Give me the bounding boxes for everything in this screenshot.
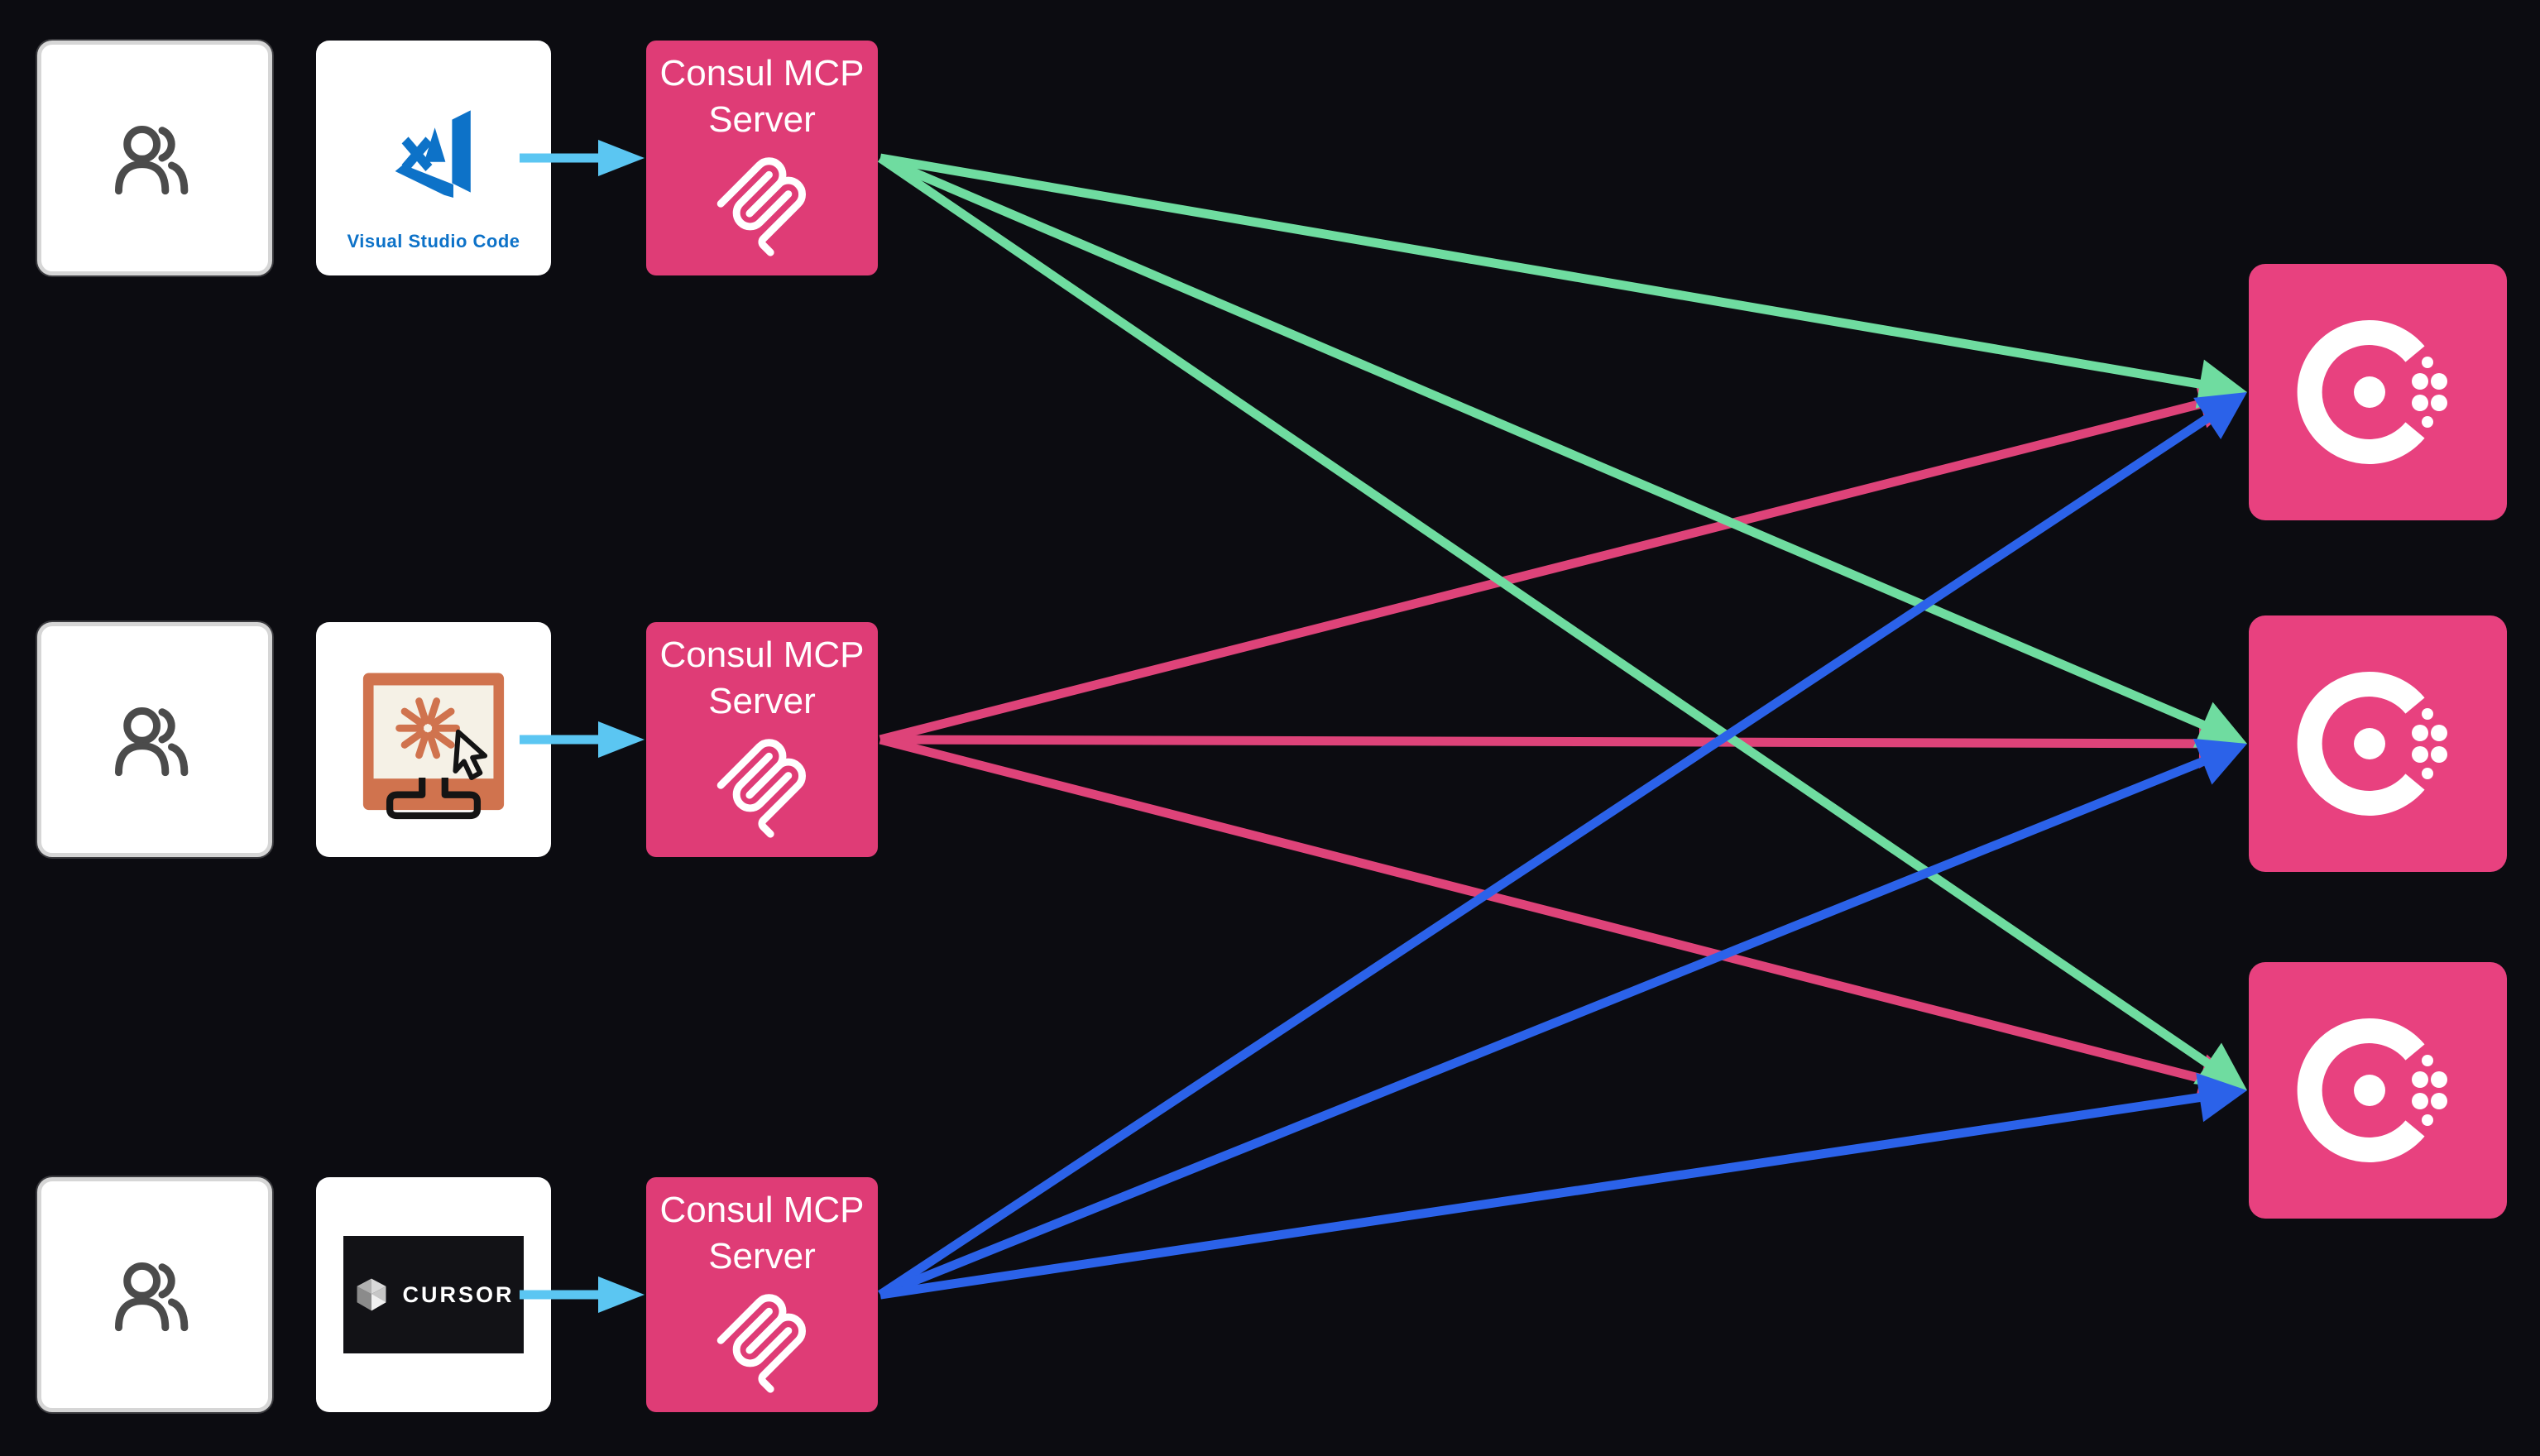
mcp-server-label-1: Consul MCP Server bbox=[659, 53, 865, 140]
vscode-wordmark: Visual Studio Code bbox=[347, 231, 520, 251]
mcp-logo-icon bbox=[716, 1294, 806, 1393]
cursor-app-box: CURSOR bbox=[316, 1177, 551, 1412]
mcp-server-box-1: Consul MCP Server bbox=[646, 41, 878, 275]
users-icon bbox=[115, 125, 189, 195]
mcp-server-label-3: Consul MCP Server bbox=[659, 1190, 865, 1276]
users-box-row1 bbox=[37, 41, 272, 275]
claude-desktop-icon bbox=[362, 673, 505, 820]
users-icon bbox=[115, 1262, 189, 1332]
arrow-server1-to-consul3 bbox=[877, 154, 2247, 1090]
mcp-logo-icon bbox=[716, 739, 806, 838]
cursor-wordmark: CURSOR bbox=[402, 1281, 515, 1307]
mcp-server-box-2: Consul MCP Server bbox=[646, 622, 878, 857]
claude-desktop-app-box bbox=[316, 622, 551, 857]
consul-logo-icon bbox=[2297, 1018, 2447, 1162]
users-box-row2 bbox=[37, 622, 272, 857]
arrow-server2-to-consul3 bbox=[879, 735, 2247, 1103]
vscode-app-box: Visual Studio Code bbox=[316, 41, 551, 275]
mcp-server-label-2: Consul MCP Server bbox=[659, 635, 865, 721]
arrow-server1-to-consul1 bbox=[879, 153, 2247, 409]
mcp-server-box-3: Consul MCP Server bbox=[646, 1177, 878, 1412]
monitor-stand bbox=[386, 778, 482, 820]
cursor-cube-icon bbox=[357, 1278, 386, 1311]
consul-box-2 bbox=[2249, 615, 2507, 872]
arrow-server3-to-consul1 bbox=[877, 392, 2247, 1299]
consul-logo-icon bbox=[2297, 320, 2447, 464]
consul-logo-icon bbox=[2297, 672, 2447, 816]
arrow-server1-to-consul2 bbox=[878, 153, 2247, 748]
visual-studio-code-icon bbox=[395, 110, 471, 198]
mcp-logo-icon bbox=[716, 157, 806, 256]
arrow-server2-to-consul1 bbox=[879, 380, 2247, 745]
cursor-logo-plate: CURSOR bbox=[343, 1236, 524, 1353]
consul-box-3 bbox=[2249, 962, 2507, 1219]
arrow-server2-to-consul2 bbox=[879, 718, 2247, 769]
arrow-server3-to-consul2 bbox=[878, 738, 2247, 1300]
claude-starburst bbox=[395, 697, 460, 759]
users-icon bbox=[115, 706, 189, 777]
consul-box-1 bbox=[2249, 264, 2507, 520]
cursor-arrow-icon bbox=[453, 729, 488, 780]
arrow-server3-to-consul3 bbox=[879, 1072, 2247, 1300]
users-box-row3 bbox=[37, 1177, 272, 1412]
